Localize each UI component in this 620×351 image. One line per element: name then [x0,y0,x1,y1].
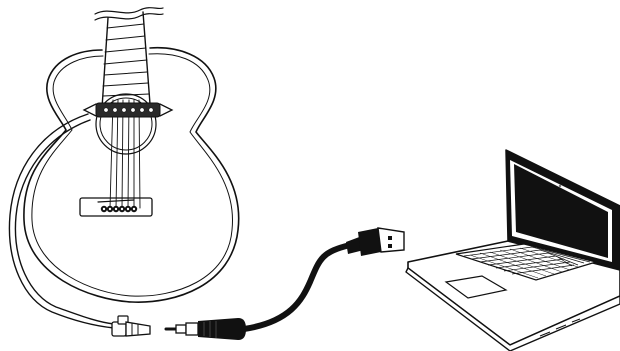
end-pin-jack [111,315,151,337]
jack-plug-icon [164,318,246,340]
laptop-icon [405,149,620,351]
usb-plug-icon [346,227,405,256]
guitar-icon [23,7,240,303]
pickup-icon [82,102,174,118]
cable-icon [8,113,115,329]
bridge [79,197,153,217]
instrument-cable [241,242,353,332]
